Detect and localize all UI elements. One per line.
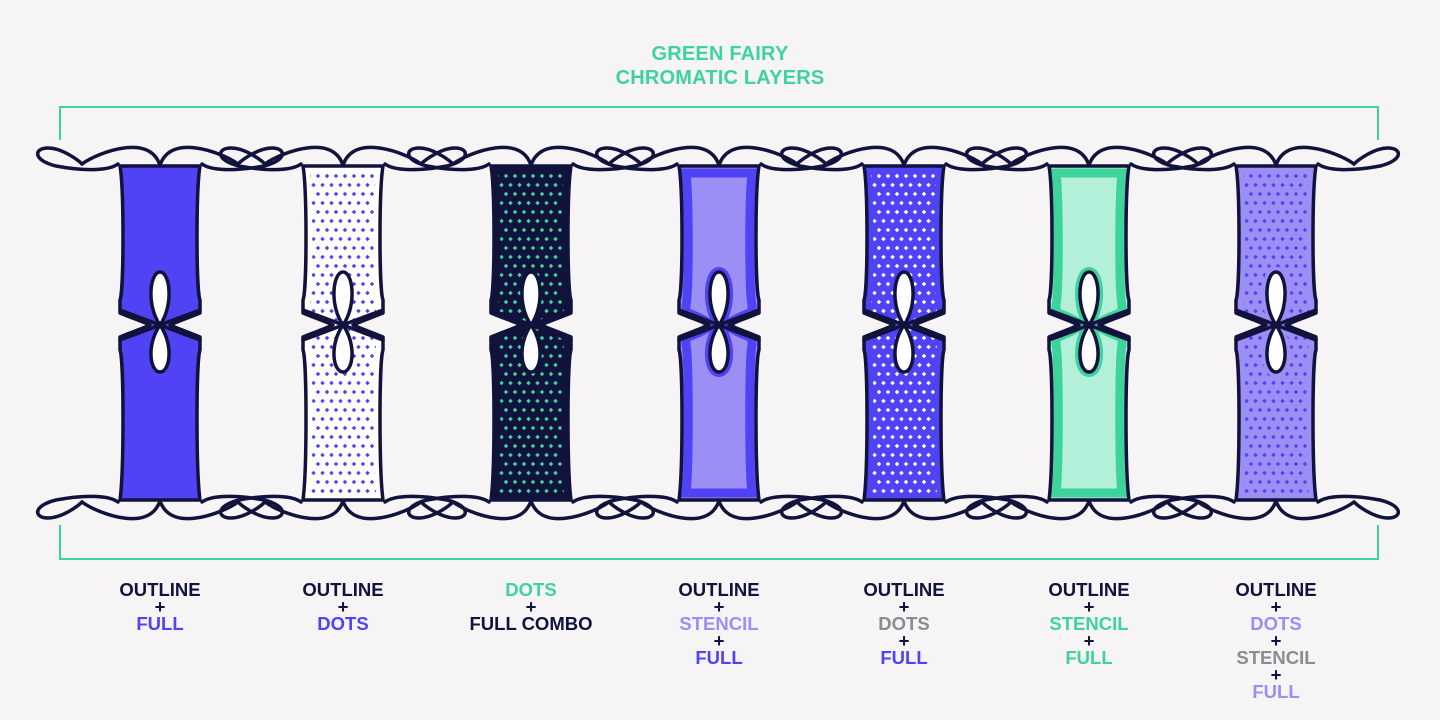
label-layer-name: OUTLINE: [1235, 579, 1317, 600]
label-plus: +: [713, 596, 725, 617]
label-layer-name: STENCIL: [1049, 613, 1129, 634]
title-line-1: GREEN FAIRY: [651, 43, 789, 65]
label-layer-name: FULL: [695, 647, 743, 668]
layer-label: OUTLINE+DOTS+STENCIL+FULL: [1186, 579, 1366, 702]
label-layer-name: FULL: [136, 613, 184, 634]
bracket-bottom-line: [59, 525, 1379, 560]
glyph-outline: [301, 164, 385, 502]
glyph-cross-strokes: [862, 308, 946, 342]
label-layer-name: DOTS: [878, 613, 930, 634]
label-layer-name: DOTS: [505, 579, 557, 600]
layer-label: OUTLINE+STENCIL+FULL: [629, 579, 809, 668]
glyph-cross-strokes: [489, 308, 573, 342]
label-layer-name: FULL: [1065, 647, 1113, 668]
layer-label: OUTLINE+DOTS+FULL: [814, 579, 994, 668]
label-plus: +: [1270, 630, 1282, 651]
title-line-2: CHROMATIC LAYERS: [615, 67, 825, 89]
label-layer-name: OUTLINE: [1048, 579, 1130, 600]
glyph-outline: [118, 164, 202, 502]
label-plus: +: [713, 630, 725, 651]
glyph-outline-dots-full: [780, 145, 1028, 521]
glyph-cross-strokes: [1234, 308, 1318, 342]
bracket-bottom: [59, 525, 1379, 560]
label-layer-name: FULL COMBO: [469, 613, 593, 634]
layer-label: OUTLINE+STENCIL+FULL: [999, 579, 1179, 668]
label-layer-name: OUTLINE: [119, 579, 201, 600]
glyph-cross-strokes: [118, 308, 202, 342]
glyph-row: [36, 145, 1400, 521]
glyph-swash-serifs: [1152, 145, 1400, 521]
bracket-top: [59, 106, 1379, 140]
label-plus: +: [525, 596, 537, 617]
label-layer-name: OUTLINE: [678, 579, 760, 600]
layer-label: DOTS+FULL COMBO: [441, 579, 621, 634]
label-layer-name: STENCIL: [1236, 647, 1316, 668]
label-layer-name: OUTLINE: [863, 579, 945, 600]
glyph-outline: [1234, 164, 1318, 502]
label-plus: +: [1083, 630, 1095, 651]
label-layer-name: OUTLINE: [302, 579, 384, 600]
page-title: GREEN FAIRY CHROMATIC LAYERS: [0, 42, 1440, 90]
label-layer-name: STENCIL: [679, 613, 759, 634]
layer-label: OUTLINE+FULL: [70, 579, 250, 634]
glyph-cross-strokes: [301, 308, 385, 342]
glyph-outline: [677, 164, 761, 502]
label-plus: +: [898, 630, 910, 651]
glyph-cross-strokes: [677, 308, 761, 342]
label-plus: +: [898, 596, 910, 617]
label-plus: +: [1270, 664, 1282, 685]
label-plus: +: [154, 596, 166, 617]
label-layer-name: DOTS: [317, 613, 369, 634]
glyph-outline: [489, 164, 573, 502]
label-plus: +: [337, 596, 349, 617]
glyph-outline-dots: [219, 145, 467, 521]
label-layer-name: DOTS: [1250, 613, 1302, 634]
label-plus: +: [1083, 596, 1095, 617]
glyph-outline: [862, 164, 946, 502]
glyph-outline-stencil-full: [595, 145, 843, 521]
glyph-swash-serifs: [36, 145, 284, 521]
layer-label: OUTLINE+DOTS: [253, 579, 433, 634]
label-layer-name: FULL: [880, 647, 928, 668]
glyph-outline-dots-stencil-full: [1152, 145, 1400, 521]
glyph-dots-full-combo: [407, 145, 655, 521]
label-layer-name: FULL: [1252, 681, 1300, 702]
label-plus: +: [1270, 596, 1282, 617]
glyph-cross-strokes: [1047, 308, 1131, 342]
bracket-top-line: [59, 106, 1379, 140]
glyph-outline: [1047, 164, 1131, 502]
glyph-outline-full: [36, 145, 284, 521]
glyph-outline-stencil-full-mint: [965, 145, 1213, 521]
